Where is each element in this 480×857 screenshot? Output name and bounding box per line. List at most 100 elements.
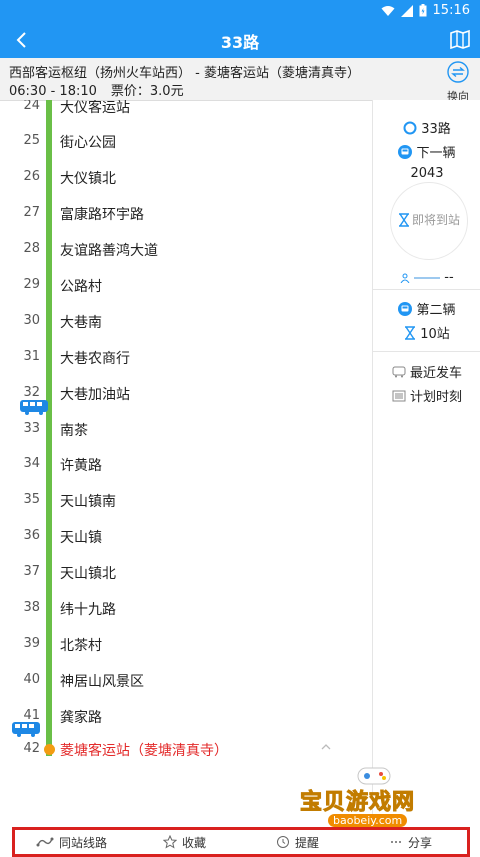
reverse-label: 换向 [447,90,469,103]
clock-icon [276,836,289,848]
station-number: 33 [23,421,40,436]
station-number: 31 [23,349,40,364]
hourglass-icon [405,325,416,340]
route-circle-icon [403,121,417,134]
station-name: 神居山风景区 [60,674,144,690]
divider [373,351,480,352]
station-number: 39 [23,636,40,651]
watermark-url: baobeiy.com [328,814,408,827]
wifi-icon [381,5,395,16]
schedule-button[interactable]: 计划时刻 [373,386,480,405]
station-name: 友谊路善鸿大道 [60,243,158,259]
station-name: 富康路环宇路 [60,207,144,223]
station-name: 南茶 [60,423,88,439]
crowd-value: -- [444,270,454,285]
station-item[interactable]: 36 天山镇 [0,519,372,555]
second-bus-row: 第二辆 [373,299,480,318]
terminal-marker-icon [44,744,55,755]
chevron-up-icon[interactable] [320,743,332,751]
station-number: 40 [23,672,40,687]
tab-label: 提醒 [294,835,319,850]
reverse-direction-button[interactable]: 换向 [444,61,472,104]
route-label-row: 33路 [373,118,480,137]
crowd-row: -- [373,270,480,285]
next-bus-id: 2043 [410,166,444,181]
station-number: 35 [23,492,40,507]
bus-icon [398,301,413,316]
route-track [46,100,52,756]
station-item[interactable]: 33 南茶 [0,412,372,448]
station-name: 天山镇北 [60,566,116,582]
status-bar: 15:16 [0,0,480,22]
battery-icon [419,4,427,17]
station-name: 大仪镇北 [60,171,116,187]
list-icon [392,390,406,401]
watermark-logo: 宝贝游戏网 baobeiy.com [299,762,450,828]
service-hours: 06:30 - 18:10 [9,84,97,99]
reminder-button[interactable]: 提醒 [241,830,354,854]
bus-outline-icon [392,366,406,377]
route-hours-fare: 06:30 - 18:10 票价：3.0元 [9,80,184,99]
last-departure-button[interactable]: 最近发车 [373,362,480,381]
station-name: 菱塘客运站（菱塘清真寺） [60,743,228,759]
bus-icon[interactable] [12,721,40,737]
bus-icon[interactable] [20,399,48,415]
station-name: 纬十九路 [60,602,116,618]
reverse-icon [447,61,469,83]
app-bar: 33路 [0,22,480,58]
route-label: 33路 [421,122,451,137]
share-icon [390,841,401,843]
person-icon [400,273,410,283]
bus-icon [398,144,413,159]
chevron-left-icon[interactable] [10,28,34,52]
map-icon[interactable] [448,27,472,51]
arriving-status: 即将到站 [391,211,467,228]
route-separator: - [191,66,204,81]
same-stop-routes-button[interactable]: 同站线路 [15,830,128,854]
favorite-button[interactable]: 收藏 [128,830,241,854]
route-from: 西部客运枢纽（扬州火车站西） [9,66,192,81]
fare: 票价：3.0元 [110,84,184,99]
share-button[interactable]: 分享 [354,830,467,854]
route-icon [36,837,54,847]
tab-label: 收藏 [181,835,206,850]
page-title: 33路 [220,33,260,52]
station-item[interactable]: 26 大仪镇北 [0,160,372,196]
tab-label: 同站线路 [58,835,107,850]
last-departure-label: 最近发车 [409,366,462,381]
station-name: 天山镇 [60,530,102,546]
station-number: 30 [23,313,40,328]
divider [373,289,480,290]
station-item[interactable]: 27 富康路环宇路 [0,196,372,232]
hourglass-icon [398,212,409,227]
crowd-level-bar [414,276,441,279]
bottom-toolbar: 同站线路 收藏 提醒 分享 [12,827,470,857]
next-bus-row: 下一辆 [373,142,480,161]
station-number: 36 [23,528,40,543]
route-to: 菱塘客运站（菱塘清真寺） [203,66,360,81]
station-name: 大巷加油站 [60,387,130,403]
status-icons: 15:16 [381,3,470,18]
station-number: 27 [23,205,40,220]
watermark-text: 宝贝游戏网 [299,790,416,816]
gamepad-icon [357,767,391,785]
station-item[interactable]: 40 神居山风景区 [0,663,372,699]
route-info: 西部客运枢纽（扬州火车站西） - 菱塘客运站（菱塘清真寺） 06:30 - 18… [0,58,480,104]
station-number: 26 [23,169,40,184]
station-name: 许黄路 [60,458,102,474]
